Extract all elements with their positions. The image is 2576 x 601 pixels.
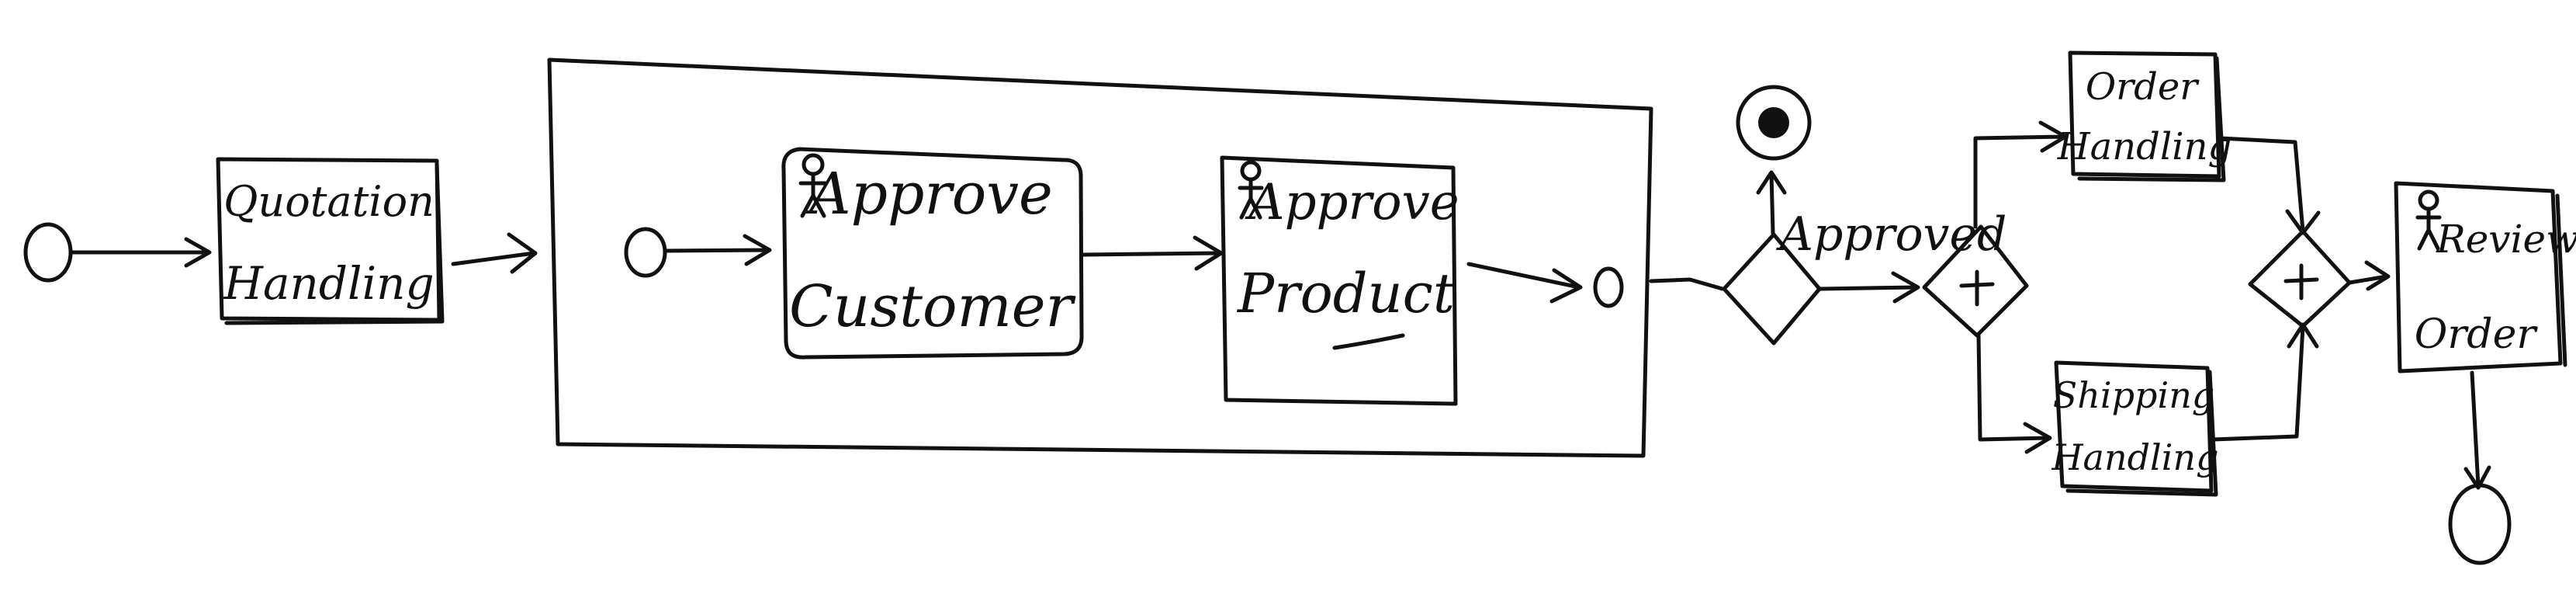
parallel-split-gateway[interactable] bbox=[1922, 224, 2029, 338]
flow-approve-product-to-subend bbox=[1466, 262, 1583, 304]
flow-shipping-handling-to-join bbox=[2211, 322, 2319, 442]
end-event bbox=[2448, 483, 2512, 565]
flow-review-order-to-end bbox=[2463, 370, 2491, 490]
flow-substart-to-approve-customer bbox=[663, 234, 772, 266]
flow-quotation-to-subprocess bbox=[451, 232, 538, 274]
task-review-order-line2: Order bbox=[2415, 311, 2539, 358]
task-shipping-handling-line2: Handling bbox=[2051, 436, 2218, 478]
task-order-handling[interactable]: Order Handling bbox=[2057, 50, 2231, 182]
task-approve-product-line1: Approve bbox=[1245, 174, 1459, 231]
flow-gateway-to-terminate bbox=[1756, 170, 1787, 235]
task-shipping-handling[interactable]: Shipping Handling bbox=[2051, 360, 2219, 497]
task-review-order-line1: Review bbox=[2436, 217, 2576, 262]
task-approve-customer-line2: Customer bbox=[789, 273, 1077, 340]
task-order-handling-line1: Order bbox=[2086, 65, 2200, 109]
flow-subprocess-to-gateway bbox=[1649, 277, 1725, 291]
task-approve-product[interactable]: Approve Product bbox=[1220, 155, 1459, 406]
task-quotation-line1: Quotation bbox=[223, 177, 435, 226]
user-icon bbox=[1238, 160, 1264, 220]
flow-join-to-review-order bbox=[2347, 260, 2391, 291]
subprocess-end-event bbox=[1593, 266, 1624, 308]
task-approve-product-line2: Product bbox=[1236, 262, 1456, 325]
flow-split-to-order-handling bbox=[1973, 120, 2068, 229]
task-approve-customer[interactable]: Approve Customer bbox=[781, 147, 1084, 360]
user-icon bbox=[2415, 189, 2442, 251]
task-quotation-line2: Handling bbox=[223, 257, 434, 310]
subprocess-start-event bbox=[624, 227, 667, 278]
subprocess-container bbox=[547, 57, 1653, 458]
flow-order-handling-to-join bbox=[2218, 136, 2321, 235]
parallel-join-gateway[interactable] bbox=[2248, 229, 2352, 328]
user-icon bbox=[798, 153, 828, 218]
flow-approve-customer-to-approve-product bbox=[1081, 235, 1224, 271]
task-shipping-handling-line1: Shipping bbox=[2053, 374, 2215, 416]
start-event bbox=[23, 222, 73, 283]
flow-split-to-shipping-handling bbox=[1976, 333, 2052, 454]
task-review-order[interactable]: Review Order bbox=[2394, 181, 2576, 373]
approved-label: Approved bbox=[1776, 207, 2007, 262]
flow-start-to-quotation bbox=[69, 237, 212, 268]
task-quotation-handling[interactable]: Quotation Handling bbox=[216, 157, 445, 325]
task-approve-customer-line1: Approve bbox=[805, 161, 1053, 228]
task-order-handling-line2: Handling bbox=[2057, 125, 2231, 168]
flow-approved-to-split bbox=[1818, 271, 1920, 304]
terminate-end-event bbox=[1736, 85, 1812, 161]
